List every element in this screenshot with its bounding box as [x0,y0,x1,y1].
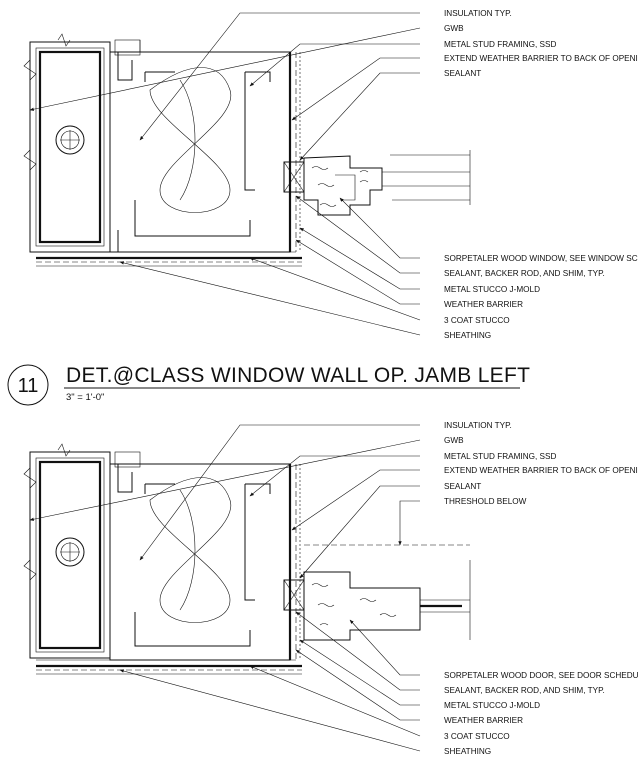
top-leaders-upper [29,12,421,161]
top-detail-drawing [23,12,471,336]
callout-label: EXTEND WEATHER BARRIER TO BACK OF OPENIN… [444,466,638,475]
detail-number: 11 [18,375,39,397]
detail-title-block: 11 DET.@CLASS WINDOW WALL OP. JAMB LEFT … [7,364,530,406]
bottom-leaders-upper [29,424,421,579]
callout-label: 3 COAT STUCCO [444,316,510,325]
top-leaders-lower [119,195,421,336]
callout-label: SEALANT, BACKER ROD, AND SHIM, TYP. [444,686,605,695]
bottom-callouts-upper: INSULATION TYP. GWB METAL STUD FRAMING, … [444,421,638,506]
top-wood-window [283,150,471,216]
callout-label: SEALANT [444,482,481,491]
callout-label: METAL STUD FRAMING, SSD [444,40,556,49]
top-callouts-lower: SORPETALER WOOD WINDOW, SEE WINDOW SCHED… [444,254,638,340]
bottom-callouts-lower: SORPETALER WOOD DOOR, SEE DOOR SCHEDULE … [444,671,638,756]
callout-label: INSULATION TYP. [444,9,512,18]
bottom-wood-door [283,544,471,641]
callout-label: EXTEND WEATHER BARRIER TO BACK OF OPENIN… [444,54,638,63]
callout-label: 3 COAT STUCCO [444,732,510,741]
bottom-wall-assembly [36,451,302,675]
bottom-door-unit [23,443,111,659]
top-wall-assembly [36,39,302,267]
callout-label: THRESHOLD BELOW [444,497,527,506]
callout-label: SHEATHING [444,747,491,756]
callout-label: SEALANT [444,69,481,78]
callout-label: SORPETALER WOOD WINDOW, SEE WINDOW SCHED… [444,254,638,263]
callout-label: SORPETALER WOOD DOOR, SEE DOOR SCHEDULE [444,671,638,680]
detail-title: DET.@CLASS WINDOW WALL OP. JAMB LEFT [66,364,530,387]
callout-label: METAL STUD FRAMING, SSD [444,452,556,461]
callout-label: GWB [444,24,464,33]
detail-scale: 3" = 1'-0" [66,392,104,403]
top-window-unit [23,33,111,253]
callout-label: SHEATHING [444,331,491,340]
callout-label: METAL STUCCO J-MOLD [444,285,540,294]
callout-label: WEATHER BARRIER [444,300,523,309]
callout-label: METAL STUCCO J-MOLD [444,701,540,710]
callout-label: SEALANT, BACKER ROD, AND SHIM, TYP. [444,269,605,278]
top-callouts-upper: INSULATION TYP. GWB METAL STUD FRAMING, … [444,9,638,78]
callout-label: INSULATION TYP. [444,421,512,430]
bottom-detail-drawing [23,424,471,752]
callout-label: GWB [444,436,464,445]
callout-label: WEATHER BARRIER [444,716,523,725]
bottom-leaders-lower [119,611,421,752]
detail-number-bubble [7,364,49,406]
